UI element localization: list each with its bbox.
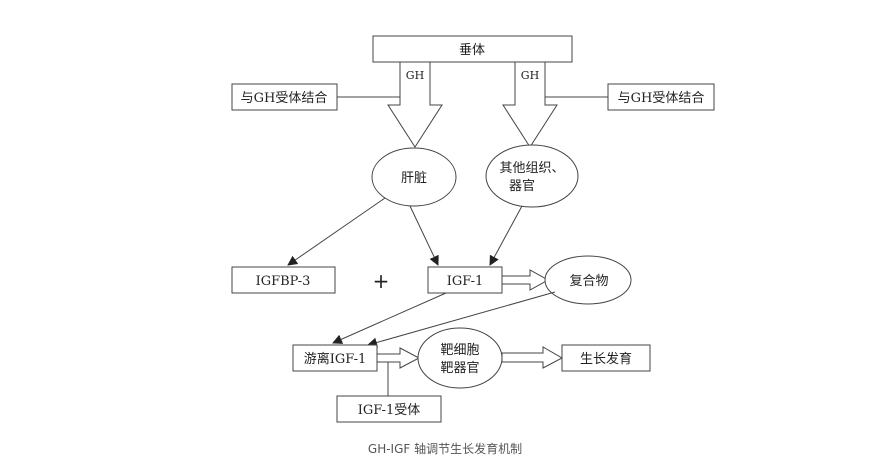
igf1-receptor-box bbox=[336, 395, 442, 423]
growth-label: 生长发育 bbox=[580, 351, 632, 367]
free-igf1-box bbox=[292, 344, 378, 372]
other-to-igf1-arrow bbox=[489, 205, 523, 266]
igf1-receptor-label: IGF-1受体 bbox=[358, 403, 421, 418]
igf1-to-complex-arrow bbox=[501, 269, 550, 291]
igfbp3-label: IGFBP-3 bbox=[256, 274, 311, 289]
gh-arrow-left bbox=[387, 61, 443, 148]
gh-arrow-right bbox=[502, 61, 558, 148]
igf1-box bbox=[427, 266, 503, 294]
gh-left-label: GH bbox=[406, 69, 424, 82]
target-to-growth-arrow bbox=[501, 346, 564, 369]
igfbp3-box bbox=[231, 266, 336, 294]
igf1-label: IGF-1 bbox=[447, 274, 484, 289]
igf1-to-free-arrow bbox=[332, 292, 447, 344]
gh-right-label: GH bbox=[521, 69, 539, 82]
other-tissues-label-2: 器官 bbox=[509, 178, 535, 194]
other-tissues-ellipse bbox=[485, 144, 579, 208]
liver-label: 肝脏 bbox=[401, 171, 427, 186]
figure-caption: GH-IGF 轴调节生长发育机制 bbox=[367, 442, 523, 456]
complex-label: 复合物 bbox=[569, 274, 608, 289]
target-label-1: 靶细胞 bbox=[440, 343, 479, 358]
liver-to-igfbp3-arrow bbox=[287, 197, 386, 266]
target-ellipse bbox=[417, 327, 503, 389]
receptor-right-label: 与GH受体结合 bbox=[618, 91, 705, 106]
receptor-left-label: 与GH受体结合 bbox=[241, 91, 328, 106]
gh-igf-diagram: 垂体 GH GH 与GH受体结合 与GH受体结合 肝脏 其他组织、 器官 IGF… bbox=[231, 35, 715, 423]
plus-sign: + bbox=[373, 269, 390, 293]
pituitary-label: 垂体 bbox=[459, 43, 485, 58]
growth-box bbox=[561, 344, 651, 372]
complex-to-free-arrow bbox=[367, 291, 556, 348]
liver-to-igf1-arrow bbox=[409, 205, 439, 266]
free-to-target-arrow bbox=[376, 347, 421, 369]
free-igf1-label: 游离IGF-1 bbox=[304, 351, 367, 367]
liver-ellipse bbox=[371, 147, 457, 207]
receptor-left-box bbox=[231, 83, 338, 111]
target-label-2: 靶器官 bbox=[440, 360, 479, 376]
complex-ellipse bbox=[544, 255, 632, 305]
pituitary-box bbox=[372, 35, 573, 63]
other-tissues-label-1: 其他组织、 bbox=[499, 161, 564, 176]
